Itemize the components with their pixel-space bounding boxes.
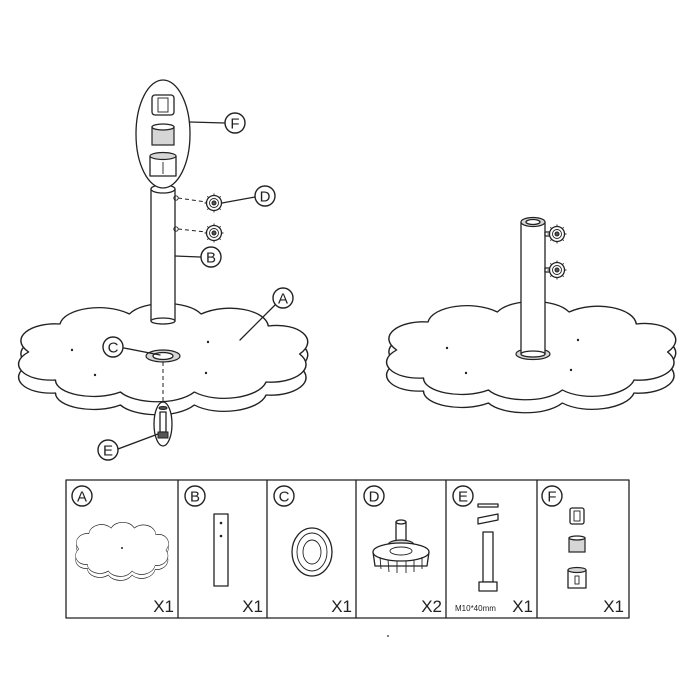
svg-text:A: A <box>278 291 288 308</box>
svg-text:X1: X1 <box>512 597 533 616</box>
assembled-view <box>385 216 677 414</box>
svg-text:F: F <box>547 489 556 506</box>
svg-text:A: A <box>77 489 87 506</box>
part-cell-e: E M10*40mm X1 <box>452 485 533 616</box>
knob-exploded-2 <box>203 222 225 244</box>
callout-f: F <box>224 112 246 134</box>
svg-text:D: D <box>260 189 271 206</box>
svg-text:B: B <box>206 250 216 267</box>
sleeve-set-exploded <box>135 79 191 189</box>
exploded-view: F D B A C E <box>17 79 309 461</box>
svg-text:F: F <box>230 116 239 133</box>
svg-text:X2: X2 <box>421 597 442 616</box>
part-cell-b: B X1 <box>184 485 263 616</box>
svg-text:B: B <box>190 489 200 506</box>
pole-exploded <box>150 184 179 325</box>
svg-text:C: C <box>108 340 119 357</box>
knob-exploded-1 <box>203 192 225 214</box>
svg-text:M10*40mm: M10*40mm <box>455 604 496 613</box>
part-cell-c: C X1 <box>273 485 352 616</box>
callout-a: A <box>272 287 294 309</box>
svg-text:X1: X1 <box>242 597 263 616</box>
svg-text:D: D <box>369 489 380 506</box>
callout-c: C <box>102 336 124 358</box>
callout-e: E <box>97 439 119 461</box>
svg-text:X1: X1 <box>603 597 624 616</box>
callout-b: B <box>200 246 222 268</box>
svg-text:E: E <box>103 443 113 460</box>
part-cell-f: F X1 <box>541 485 624 616</box>
svg-text:C: C <box>279 489 290 506</box>
callout-d: D <box>254 185 276 207</box>
svg-text:E: E <box>458 489 468 506</box>
svg-text:X1: X1 <box>153 597 174 616</box>
bolt-exploded <box>153 401 173 447</box>
parts-table: A X1 B X1 C X1 D <box>65 479 630 619</box>
svg-text:X1: X1 <box>331 597 352 616</box>
part-cell-a: A X1 <box>71 485 174 616</box>
part-cell-d: D X2 <box>363 485 442 616</box>
leader-lines <box>117 121 279 450</box>
